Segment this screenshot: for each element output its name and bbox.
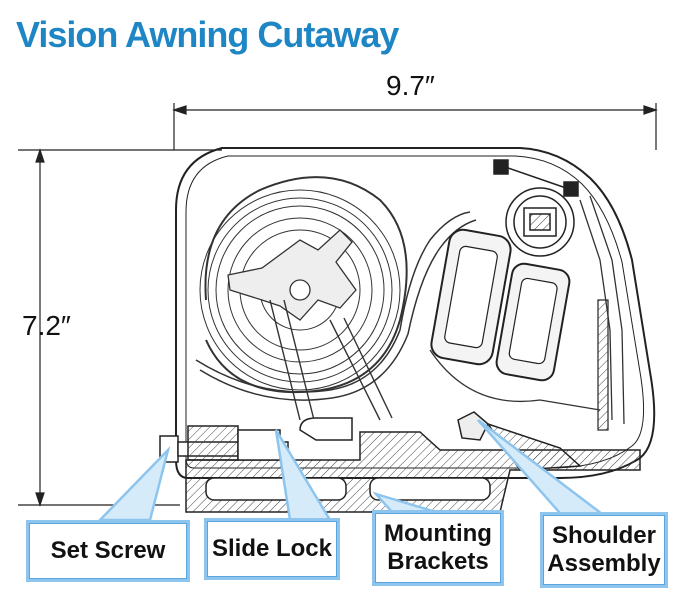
callout-mounting-brackets: Mounting Brackets — [372, 510, 504, 586]
diagram-title: Vision Awning Cutaway — [16, 14, 399, 55]
callout-mounting-brackets-line2: Brackets — [387, 548, 489, 575]
height-dimension-label: 7.2″ — [22, 310, 71, 341]
motor-pad-left — [430, 228, 512, 366]
shoulder-assembly — [457, 411, 582, 471]
callout-shoulder-assembly-line2: Assembly — [547, 550, 661, 577]
callout-set-screw: Set Screw — [26, 520, 190, 582]
callout-shoulder-assembly: Shoulder Assembly — [540, 512, 668, 588]
width-dimension-label: 9.7″ — [386, 70, 435, 101]
callout-pointer-set-screw — [97, 445, 171, 522]
callout-slide-lock: Slide Lock — [204, 518, 340, 580]
side-frame — [429, 195, 625, 431]
pulley-wheel — [493, 159, 579, 257]
awning-arm — [269, 299, 393, 421]
spring-arm — [227, 229, 357, 321]
callout-mounting-brackets-line1: Mounting — [384, 520, 492, 547]
callout-set-screw-label: Set Screw — [50, 537, 166, 564]
fabric-path — [195, 211, 477, 401]
motor-pad-right — [495, 262, 571, 382]
callout-slide-lock-label: Slide Lock — [211, 535, 333, 562]
callout-shoulder-assembly-line1: Shoulder — [551, 522, 656, 549]
width-dimension-line — [172, 103, 658, 150]
set-screw — [159, 425, 289, 463]
height-dimension-line — [18, 148, 222, 507]
